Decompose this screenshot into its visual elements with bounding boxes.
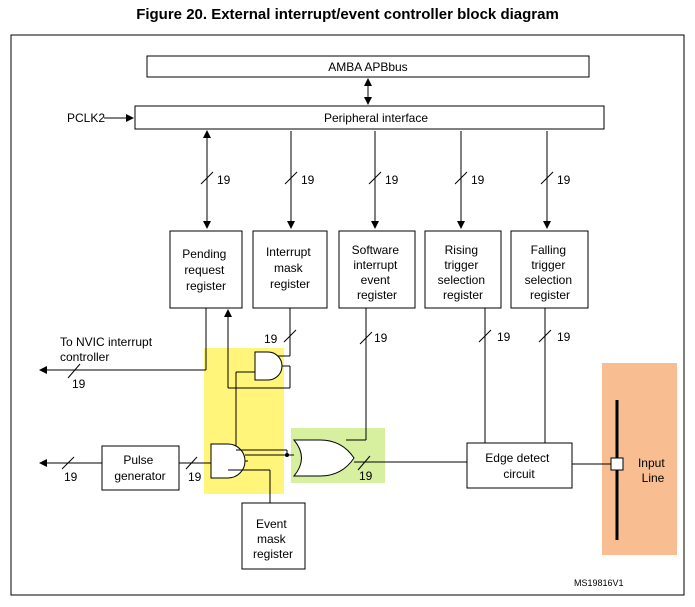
edge-detect-circuit — [466, 442, 573, 489]
pulse-generator-label: Pulse generator — [114, 453, 165, 483]
bus-slash — [67, 363, 81, 379]
bus-width-label: 19 — [188, 470, 202, 484]
bus-width-label: 19 — [557, 173, 571, 187]
bus-slash — [61, 456, 75, 470]
rising-trigger-selection-register — [424, 230, 502, 309]
event-mask-register — [241, 502, 306, 570]
event-and-gate — [210, 443, 246, 479]
bus-slash — [185, 456, 198, 470]
bus-slash — [538, 329, 552, 343]
peripheral-interface — [134, 105, 605, 130]
bus-slash — [368, 171, 382, 185]
to-nvic-label: To NVIC interrupt controller — [60, 335, 155, 364]
bus-width-label: 19 — [264, 332, 278, 346]
software-interrupt-event-register — [338, 230, 416, 309]
bus-slash — [357, 455, 371, 471]
bus-slash — [283, 329, 297, 343]
software-interrupt-event-register-label: Software interrupt event register — [352, 243, 403, 302]
pulse-generator — [101, 445, 180, 491]
bus-width-label: 19 — [217, 173, 231, 187]
bus-width-label: 19 — [301, 173, 315, 187]
falling-trigger-selection-register-label: Falling trigger selection register — [525, 243, 576, 302]
bus-slash — [454, 171, 468, 185]
bus-width-label: 19 — [374, 331, 388, 345]
or-gate — [292, 439, 355, 477]
bus-width-label: 19 — [72, 377, 86, 391]
figure-title: Figure 20. External interrupt/event cont… — [136, 6, 559, 23]
peripheral-interface-label: Peripheral interface — [324, 111, 428, 125]
bus-width-label: 19 — [64, 470, 78, 484]
bus-width-label: 19 — [471, 173, 485, 187]
bus-slash — [359, 331, 373, 345]
bus-width-label: 19 — [359, 469, 373, 483]
falling-trigger-selection-register — [510, 230, 589, 309]
interrupt-mask-register-label: Interrupt mask register — [266, 245, 314, 291]
diagram-frame — [10, 34, 685, 596]
bus-width-label: 19 — [557, 330, 571, 344]
event-mask-register-label: Event mask register — [253, 517, 293, 561]
bus-slash — [478, 329, 492, 343]
rising-trigger-selection-register-label: Rising trigger selection register — [438, 243, 489, 302]
pending-request-register — [169, 230, 243, 309]
bus-width-label: 19 — [497, 330, 511, 344]
interrupt-mask-register — [252, 230, 328, 309]
bus-width-label: 19 — [385, 173, 399, 187]
figure-id: MS19816V1 — [574, 578, 624, 588]
input-pin — [610, 457, 624, 471]
edge-detect-circuit-label: Edge detect circuit — [485, 451, 552, 481]
bus-slash — [284, 171, 298, 185]
input-line-label: Input Line — [638, 456, 668, 485]
amba-apb-bus — [146, 55, 590, 78]
pclk2-label: PCLK2 — [67, 111, 105, 125]
amba-apb-bus-label: AMBA APBbus — [328, 60, 407, 74]
pending-request-register-label: Pending request register — [182, 247, 229, 293]
interrupt-and-gate — [254, 351, 283, 381]
bus-slash — [540, 171, 554, 185]
bus-slash — [200, 171, 214, 185]
